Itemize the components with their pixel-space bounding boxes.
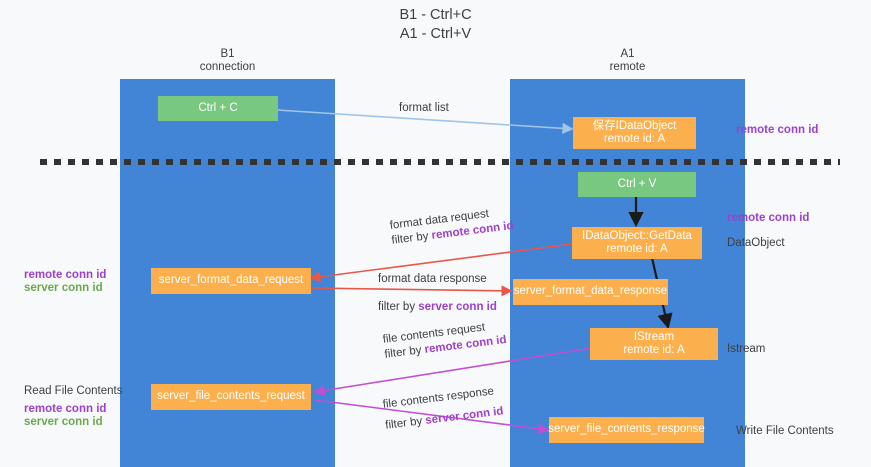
page-title-line-1: B1 - Ctrl+C: [399, 7, 472, 23]
label-file-contents-request-filter-prefix: filter by: [383, 343, 426, 361]
label-format-list: format list: [399, 101, 449, 116]
box-ctrl-v[interactable]: Ctrl + V: [578, 172, 696, 197]
side-label-left-remote-conn-id-bottom: remote conn id: [24, 403, 107, 415]
label-format-data-request-filter-prefix: filter by: [390, 229, 433, 247]
box-server-format-data-response-label: server_format_data_response: [513, 285, 668, 298]
label-format-data-request: format data request filter by remote con…: [389, 204, 514, 249]
label-file-contents-response-filter-key: server conn id: [424, 405, 505, 427]
box-ctrl-c[interactable]: Ctrl + C: [158, 96, 278, 121]
box-server-format-data-response[interactable]: server_format_data_response: [513, 279, 668, 305]
box-ctrl-v-label: Ctrl + V: [617, 177, 657, 190]
column-header-a1: A1 remote: [510, 48, 745, 74]
box-istream-line-2: remote id: A: [623, 344, 685, 356]
label-format-data-response: format data response filter by server co…: [378, 272, 497, 315]
column-header-a1-name: A1: [620, 48, 635, 60]
column-header-a1-role: remote: [609, 61, 646, 73]
box-server-format-data-request[interactable]: server_format_data_request: [151, 268, 311, 294]
side-label-write-file-contents: Write File Contents: [736, 425, 834, 437]
box-save-idataobject-line-2: remote id: A: [603, 133, 666, 145]
box-server-file-contents-request-label: server_file_contents_request: [157, 390, 305, 403]
side-label-left-remote-conn-id-mid: remote conn id: [24, 269, 107, 281]
side-label-left-server-conn-id-bottom: server conn id: [24, 416, 103, 428]
box-istream[interactable]: IStream remote id: A: [590, 328, 718, 360]
box-idataobject-getdata-line-1: IDataObject::GetData: [582, 229, 692, 242]
label-format-data-response-filter-prefix: filter by: [378, 301, 419, 313]
box-save-idataobject[interactable]: 保存IDataObject remote id: A: [573, 117, 696, 149]
side-label-dataobject: DataObject: [727, 237, 785, 249]
column-header-b1-name: B1: [220, 48, 235, 60]
box-idataobject-getdata[interactable]: IDataObject::GetData remote id: A: [572, 227, 702, 259]
label-format-data-response-text: format data response: [378, 273, 487, 285]
box-idataobject-getdata-line-2: remote id: A: [606, 243, 668, 255]
box-server-file-contents-request[interactable]: server_file_contents_request: [151, 384, 311, 410]
label-format-data-response-filter-key: server conn id: [418, 301, 497, 313]
side-label-left-server-conn-id-mid: server conn id: [24, 282, 103, 294]
page-title: B1 - Ctrl+C A1 - Ctrl+V: [0, 6, 871, 44]
box-server-file-contents-response-label: server_file_contents_response: [548, 423, 705, 436]
side-label-remote-conn-id-top: remote conn id: [736, 124, 819, 136]
box-server-format-data-request-label: server_format_data_request: [158, 274, 304, 287]
box-ctrl-c-label: Ctrl + C: [198, 101, 238, 114]
label-file-contents-request: file contents request filter by remote c…: [382, 318, 507, 363]
label-format-list-text: format list: [399, 102, 449, 114]
side-label-istream: Istream: [727, 343, 766, 355]
side-label-remote-conn-id-mid: remote conn id: [727, 212, 810, 224]
box-server-file-contents-response[interactable]: server_file_contents_response: [548, 417, 705, 443]
side-label-read-file-contents: Read File Contents: [24, 385, 123, 397]
column-header-b1: B1 connection: [120, 48, 335, 74]
label-file-contents-response-filter-prefix: filter by: [384, 414, 427, 432]
box-istream-line-1: IStream: [633, 330, 675, 343]
column-header-b1-role: connection: [199, 61, 256, 73]
page-title-line-2: A1 - Ctrl+V: [399, 26, 472, 42]
label-file-contents-response: file contents response filter by server …: [382, 384, 504, 434]
box-save-idataobject-line-1: 保存IDataObject: [592, 119, 677, 132]
label-format-data-response-filter: filter by server conn id: [378, 300, 497, 315]
